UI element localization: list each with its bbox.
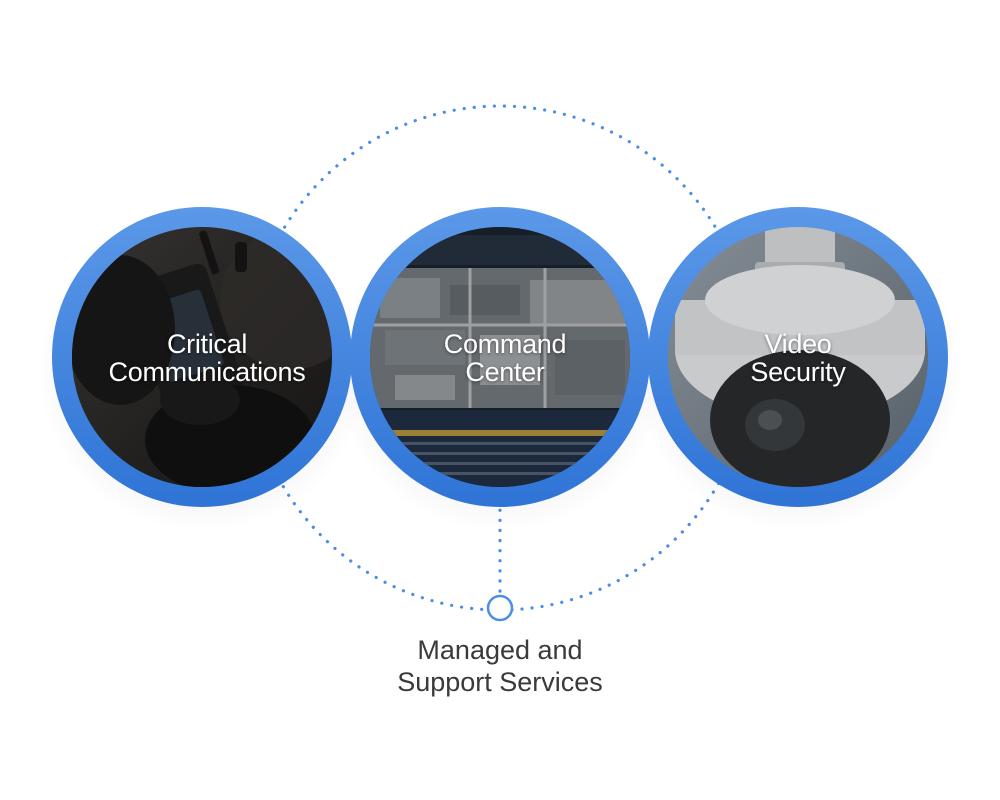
label-line: Support Services: [397, 667, 603, 697]
dispatch-monitor-photo: [370, 227, 630, 487]
label-video-security: Video Security: [668, 330, 928, 386]
hollow-circle-icon[interactable]: [486, 594, 514, 622]
label-line: Critical: [166, 329, 248, 359]
label-line: Command: [443, 329, 567, 359]
label-line: Managed and: [417, 635, 583, 665]
label-line: Video: [764, 329, 832, 359]
label-command-center: Command Center: [375, 330, 635, 386]
label-critical-communications: Critical Communications: [77, 330, 337, 386]
label-line: Center: [465, 357, 545, 387]
label-line: Communications: [108, 357, 306, 387]
label-line: Security: [750, 357, 846, 387]
node-command-center[interactable]: [350, 207, 650, 507]
dome-camera-photo: [668, 227, 928, 487]
label-managed-support-services: Managed and Support Services: [350, 634, 650, 698]
node-video-security[interactable]: [648, 207, 950, 507]
